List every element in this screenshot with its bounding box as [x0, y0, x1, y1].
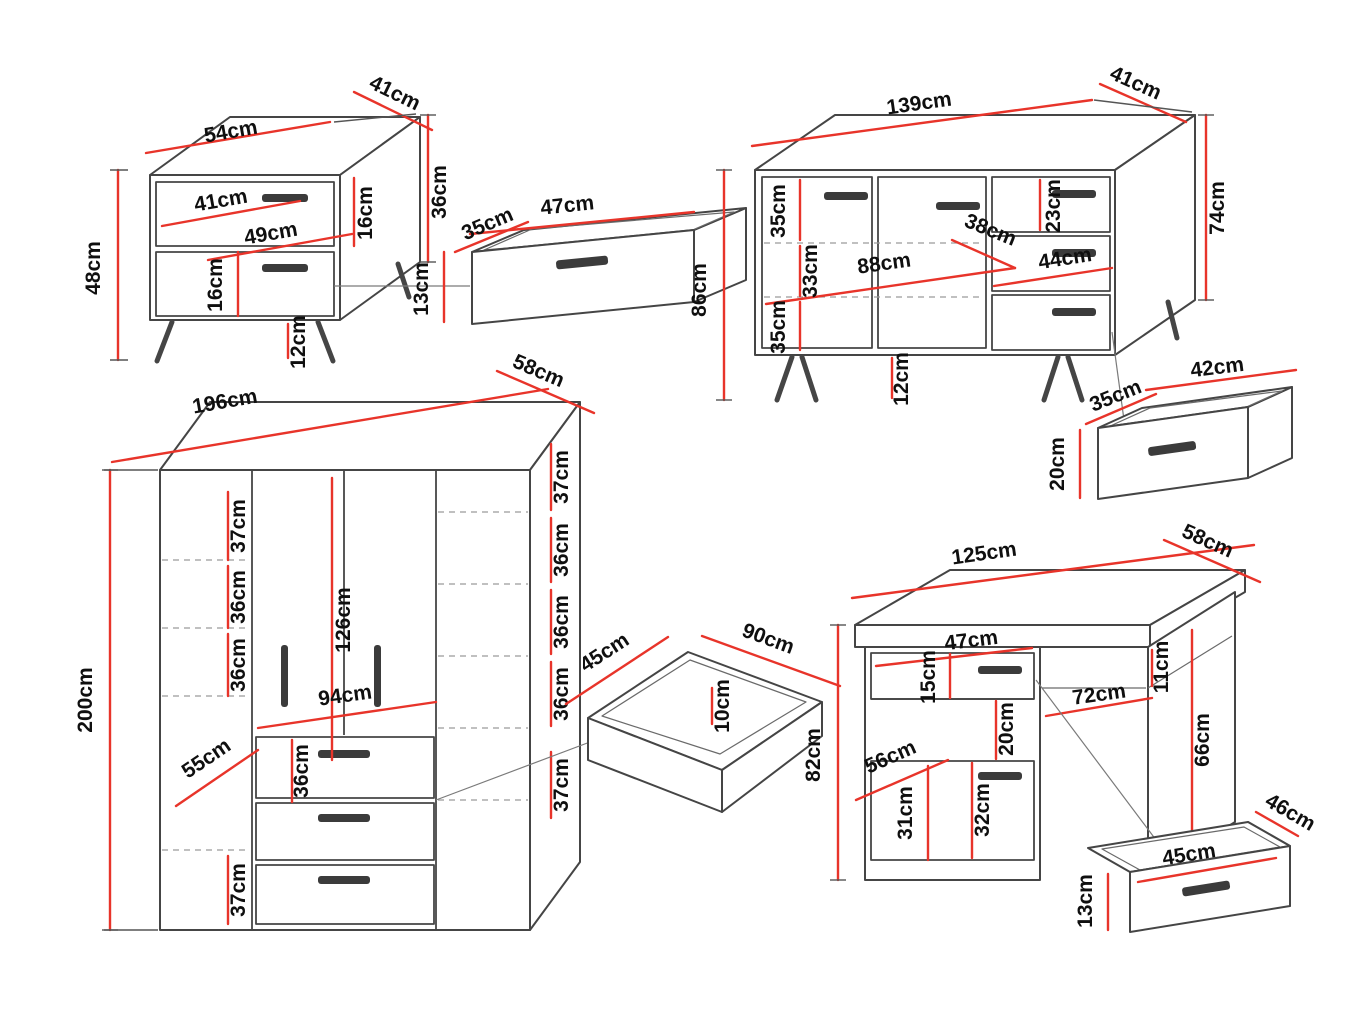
sideboard-drawer-dimension-lines — [1078, 368, 1298, 500]
nightstand-drawer-dimension-lines — [442, 210, 696, 324]
sideboard-drawer: 42cm 35cm 20cm — [1046, 331, 1298, 500]
dim-sideboard-shelf-top: 35cm — [767, 184, 790, 238]
dim-nightstand-leg-height: 12cm — [287, 315, 310, 369]
dim-wardrobe-right-shelf-5: 37cm — [550, 758, 573, 812]
drawer-handle — [318, 876, 370, 884]
dim-desk-side-height: 66cm — [1191, 713, 1214, 767]
sideboard-dimension-lines — [716, 82, 1214, 402]
dim-sideboard-drawer-height2: 20cm — [1046, 437, 1069, 491]
dim-desk-niche-height: 20cm — [995, 702, 1018, 756]
dim-sideboard-leg-height: 12cm — [890, 352, 913, 406]
dim-sideboard-total-height: 86cm — [688, 263, 711, 317]
dim-sideboard-shelf-middle: 33cm — [799, 244, 822, 298]
dim-desk-total-height: 82cm — [802, 728, 825, 782]
wardrobe: 196cm 58cm 200cm 37cm 36cm 36cm 55cm 37c… — [74, 350, 596, 932]
dim-sideboard-drawer-height: 23cm — [1042, 179, 1065, 233]
drawer-handle — [556, 255, 609, 270]
dim-sideboard-shelf-bottom: 35cm — [767, 300, 790, 354]
dim-wardrobe-right-shelf-1: 37cm — [550, 450, 573, 504]
dim-nightstand-total-height: 48cm — [82, 241, 105, 295]
drawer-handle — [318, 750, 370, 758]
dim-nightstand-drawer-width: 47cm — [539, 191, 595, 219]
dim-wardrobe-right-shelf-2: 36cm — [550, 523, 573, 577]
dim-wardrobe-right-shelf-4: 36cm — [550, 667, 573, 721]
door-handle — [978, 772, 1022, 780]
dim-wardrobe-left-shelf-1: 37cm — [227, 499, 250, 553]
dimension-ticks — [102, 469, 158, 931]
dim-desk-cabinet-inner-height: 31cm — [894, 786, 917, 840]
sideboard: 139cm 41cm 35cm 33cm 35cm 86cm 88cm 38cm… — [688, 62, 1229, 406]
dim-nightstand-bottom-drawer-height: 16cm — [204, 258, 227, 312]
dim-sideboard-carcass-height: 74cm — [1206, 181, 1229, 235]
drawer-handle — [1052, 190, 1096, 198]
desk-drawer-structure — [1087, 821, 1291, 933]
dimension-ticks — [830, 624, 846, 881]
dim-wardrobe-left-bottom: 37cm — [227, 863, 250, 917]
sideboard-drawer-structure — [1097, 386, 1293, 500]
nightstand-drawer: 47cm 35cm 13cm — [334, 191, 747, 325]
dimension-ticks — [110, 113, 436, 361]
desk-dimension-lines — [830, 538, 1262, 882]
door-handle — [824, 192, 868, 200]
wardrobe-drawer-dimension-lines — [564, 634, 842, 726]
drawer-handle — [318, 814, 370, 822]
dim-desk-door-height: 32cm — [971, 783, 994, 837]
dim-wardrobe-right-shelf-3: 36cm — [550, 595, 573, 649]
sideboard-structure — [754, 114, 1196, 403]
drawer-handle — [262, 194, 308, 202]
drawer-handle — [1182, 880, 1231, 897]
dim-desk-drawer-height: 15cm — [917, 650, 940, 704]
door-handle — [281, 645, 288, 707]
dim-wardrobe-left-shelf-2: 36cm — [227, 570, 250, 624]
drawer-handle — [262, 264, 308, 272]
dim-desk-top-gap: 11cm — [1150, 641, 1173, 694]
drawer-handle — [1052, 249, 1096, 257]
wardrobe-structure — [159, 401, 581, 931]
dim-wardrobe-drawer-section: 36cm — [290, 744, 313, 798]
door-handle — [936, 202, 980, 210]
drawer-handle — [1052, 308, 1096, 316]
wardrobe-dimension-lines — [102, 369, 596, 932]
dim-wardrobe-drawer-height: 10cm — [711, 679, 734, 733]
dim-wardrobe-total-height: 200cm — [74, 667, 97, 732]
leader-line — [1035, 679, 1169, 857]
nightstand-drawer-structure — [471, 207, 747, 325]
drawer-handle — [1148, 441, 1197, 456]
leader-line — [435, 741, 591, 801]
leader-line — [1111, 331, 1125, 421]
door-handle — [374, 645, 381, 707]
drawer-handle — [978, 666, 1022, 674]
dim-nightstand-carcass-height: 36cm — [428, 165, 451, 219]
nightstand-structure — [149, 116, 421, 364]
wardrobe-drawer: 45cm 90cm 10cm — [435, 619, 842, 813]
nightstand-dimension-lines — [110, 90, 436, 362]
dim-nightstand-drawer-height: 13cm — [410, 262, 433, 316]
dim-nightstand-top-drawer-height: 16cm — [354, 186, 377, 240]
dim-wardrobe-hanging-height: 126cm — [332, 587, 355, 652]
dim-desk-drawer-height: 13cm — [1074, 874, 1097, 928]
dimension-ticks — [716, 99, 1214, 401]
wardrobe-drawer-structure — [587, 651, 823, 813]
dim-wardrobe-left-shelf-3: 36cm — [227, 638, 250, 692]
desk-drawer-dimension-lines — [1106, 810, 1300, 932]
